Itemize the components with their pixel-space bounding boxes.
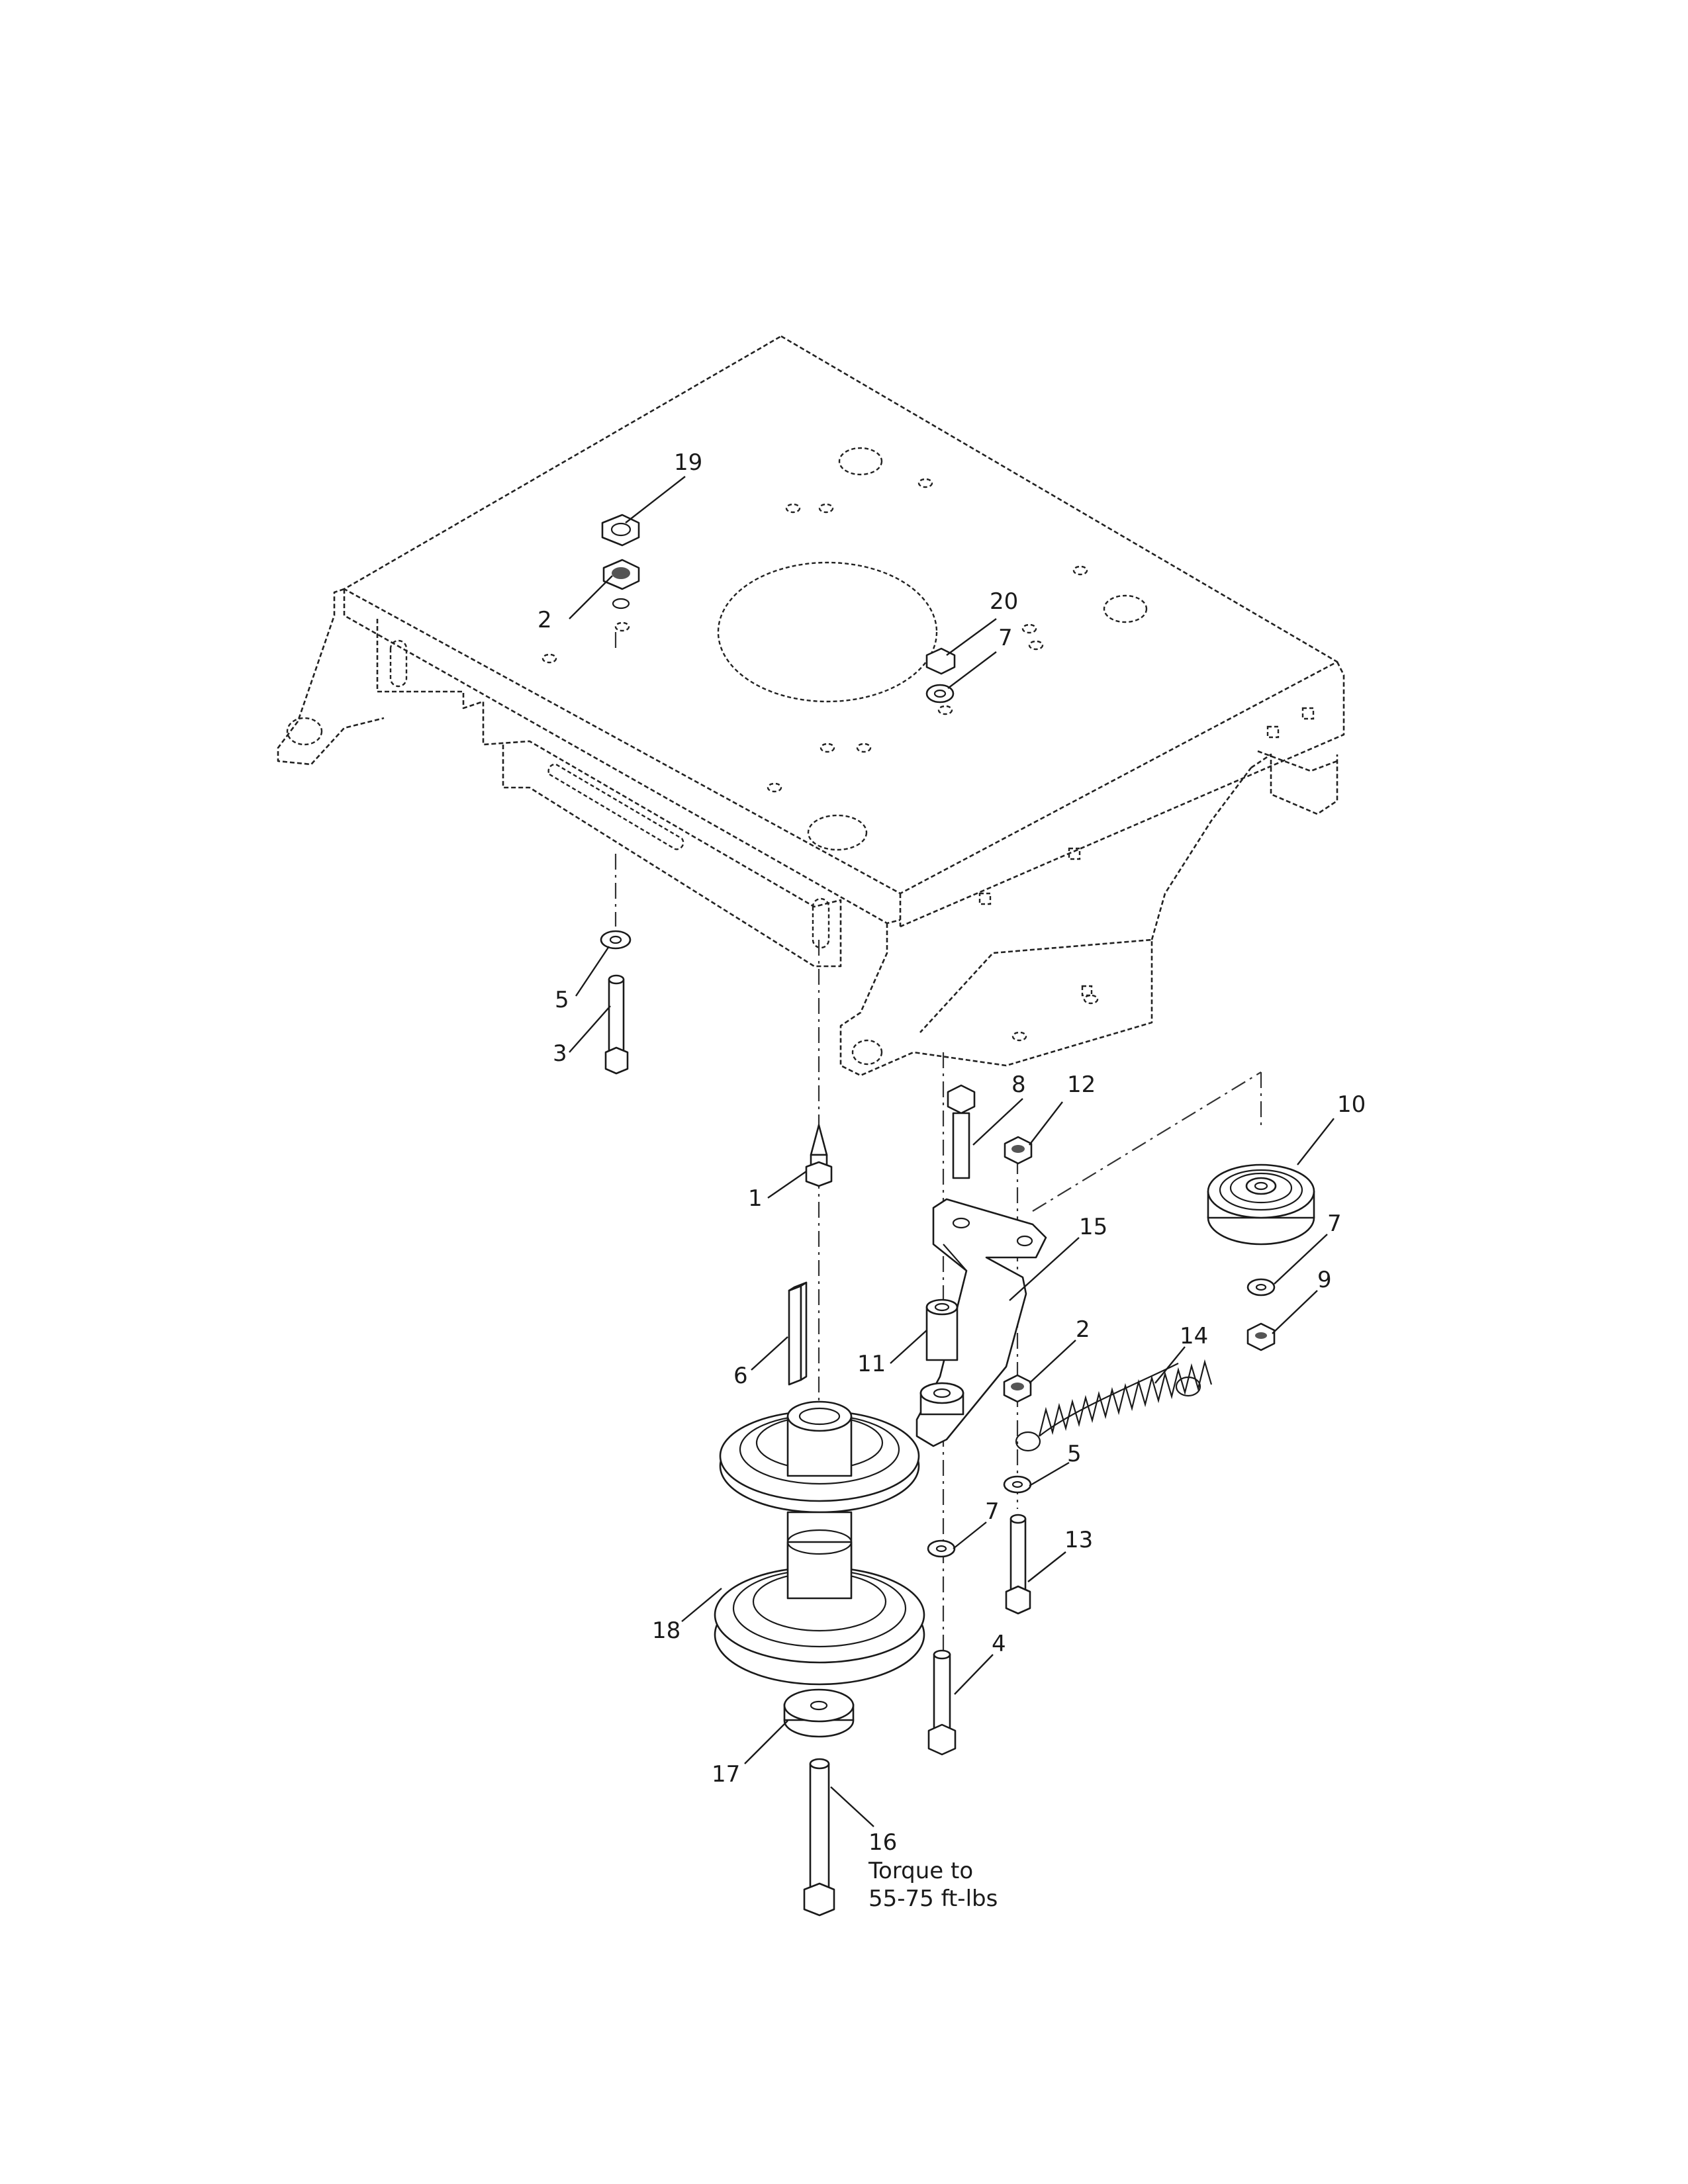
callout-16: 16 <box>868 1829 897 1856</box>
deck-plate <box>277 335 1345 1077</box>
bolt-4 <box>927 1649 957 1756</box>
spacer-11 <box>919 1298 964 1416</box>
washer-17 <box>783 1688 855 1738</box>
callout-5-right: 5 <box>1067 1441 1082 1467</box>
center-lines <box>614 632 1262 1694</box>
washer-7-right <box>1246 1278 1276 1297</box>
callout-9: 9 <box>1317 1267 1332 1293</box>
torque-note: Torque to 55-75 ft-lbs <box>868 1858 998 1912</box>
callout-10: 10 <box>1337 1091 1366 1118</box>
spring-14 <box>1015 1359 1213 1452</box>
callout-17: 17 <box>712 1761 740 1788</box>
deck-hole-upper <box>612 598 630 610</box>
callout-5-left: 5 <box>555 987 569 1013</box>
hex-nut-19 <box>601 514 640 547</box>
washer-5-right <box>1003 1475 1032 1494</box>
key-6 <box>788 1281 808 1386</box>
lock-nut-2-upper <box>602 559 640 590</box>
bolt-16 <box>803 1758 835 1917</box>
callout-2-upper: 2 <box>538 607 552 633</box>
torque-note-line1: Torque to <box>868 1858 973 1884</box>
idler-pulley-10 <box>1207 1163 1315 1246</box>
double-pulley-18 <box>714 1400 925 1686</box>
callout-7-lower: 7 <box>985 1498 1000 1525</box>
callout-7-upper: 7 <box>998 625 1013 651</box>
washer-7-lower <box>927 1539 956 1558</box>
callout-11: 11 <box>857 1351 886 1377</box>
callout-4: 4 <box>992 1631 1006 1657</box>
bolt-3 <box>604 974 629 1075</box>
nut-12 <box>1004 1136 1033 1165</box>
bolt-8 <box>947 1084 976 1179</box>
callout-2-lower: 2 <box>1076 1316 1090 1343</box>
callout-13: 13 <box>1064 1527 1093 1553</box>
callout-6: 6 <box>733 1363 748 1389</box>
nut-9 <box>1246 1322 1276 1351</box>
callout-labels: 19 2 20 7 5 3 8 12 10 1 15 7 9 6 11 2 14… <box>538 449 1366 1856</box>
bolt-13 <box>1005 1514 1031 1615</box>
torque-note-line2: 55-75 ft-lbs <box>868 1886 998 1912</box>
callout-19: 19 <box>674 449 702 476</box>
leader-lines <box>569 476 1335 1827</box>
callout-8: 8 <box>1011 1071 1026 1098</box>
lock-nut-2-lower <box>1003 1374 1032 1403</box>
washer-7-upper <box>925 684 955 704</box>
callout-15: 15 <box>1079 1214 1107 1240</box>
callout-7-right: 7 <box>1327 1210 1342 1237</box>
callout-20: 20 <box>990 588 1018 615</box>
callout-1: 1 <box>748 1185 763 1212</box>
callout-14: 14 <box>1180 1323 1208 1349</box>
callout-3: 3 <box>553 1040 567 1067</box>
washer-5-left <box>600 930 632 950</box>
callout-12: 12 <box>1067 1071 1096 1098</box>
spindle-1 <box>805 1124 833 1187</box>
callout-18: 18 <box>652 1617 680 1644</box>
